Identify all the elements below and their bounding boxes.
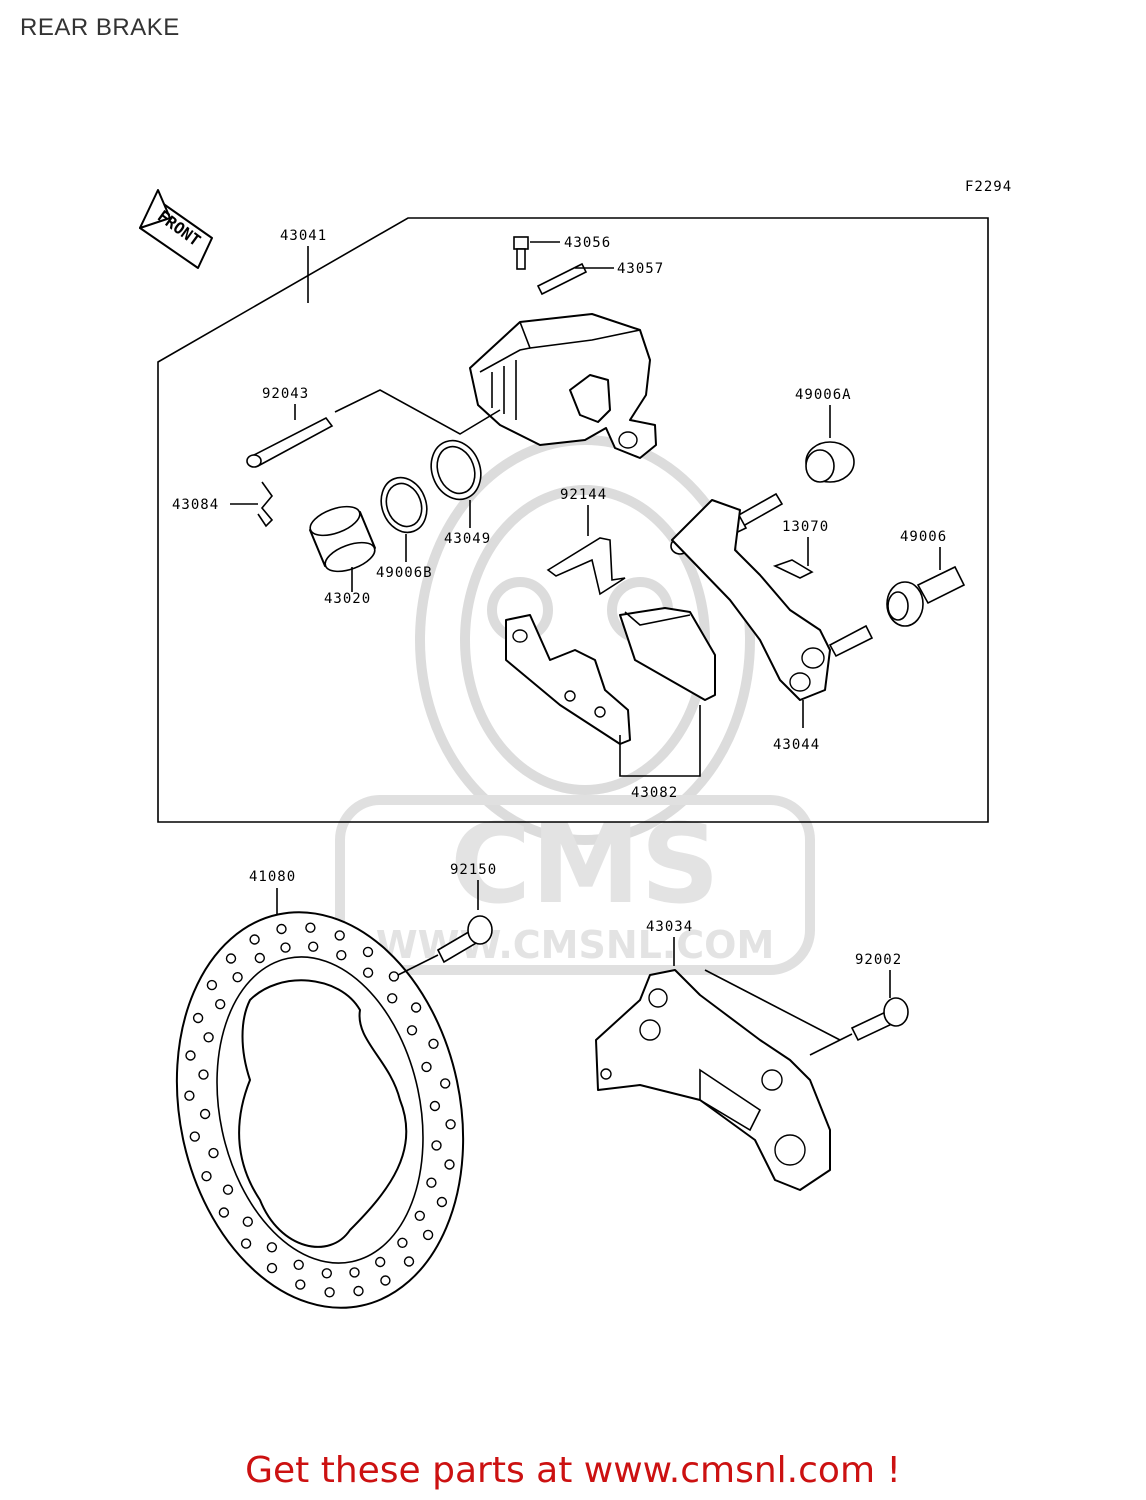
label-43057: 43057 [617, 261, 664, 277]
disc-hole [397, 1237, 408, 1249]
label-43034: 43034 [646, 919, 693, 935]
disc-hole [242, 1216, 254, 1227]
label-92043: 92043 [262, 386, 309, 402]
disc-hole [189, 1131, 201, 1142]
disc-hole [436, 1196, 448, 1208]
disc-hole [254, 952, 265, 964]
disc-hole [421, 1061, 432, 1073]
disc-hole [440, 1078, 451, 1089]
disc-hole [198, 1069, 209, 1080]
label-49006: 49006 [900, 529, 947, 545]
disc-hole [362, 967, 374, 978]
label-43049: 43049 [444, 531, 491, 547]
disc-hole [308, 941, 319, 952]
brake-disc [175, 911, 465, 1309]
disc-hole [305, 922, 316, 933]
disc-hole [203, 1032, 214, 1043]
disc-hole [266, 1242, 278, 1253]
piston-seal [380, 476, 428, 534]
disc-hole [208, 1147, 219, 1159]
footer-link[interactable]: Get these parts at www.cmsnl.com ! [245, 1450, 901, 1491]
disc-hole [206, 979, 218, 991]
disc-hole [185, 1050, 196, 1061]
watermark-url: WWW.CMSNL.COM [376, 923, 775, 967]
disc-hole [431, 1140, 442, 1151]
front-direction-arrow: FRONT [139, 189, 213, 269]
label-43084: 43084 [172, 497, 219, 513]
brake-pads [505, 607, 716, 745]
label-43044: 43044 [773, 737, 820, 753]
disc-hole [429, 1100, 441, 1112]
pad-spring [546, 537, 626, 596]
caliper-body [469, 313, 657, 459]
disc-hole [353, 1285, 364, 1297]
disc-hole [201, 1170, 212, 1182]
disc-hole [184, 1090, 195, 1101]
pin-boot-49006a [805, 441, 855, 483]
label-49006A: 49006A [795, 387, 852, 403]
disc-hole [321, 1268, 332, 1279]
label-43020: 43020 [324, 591, 371, 607]
label-13070: 13070 [782, 519, 829, 535]
disc-hole [293, 1259, 304, 1271]
disc-hole [414, 1210, 425, 1222]
caliper-assembly-frame [157, 217, 989, 823]
caliper-piston [309, 505, 376, 573]
caliper-mounting-bracket [595, 969, 831, 1191]
disc-hole [422, 1229, 434, 1241]
disc-hole [192, 1012, 204, 1024]
disc-hole [362, 946, 374, 958]
disc-hole [214, 999, 226, 1010]
retaining-clip [257, 481, 274, 528]
label-92150: 92150 [450, 862, 497, 878]
label-43082: 43082 [631, 785, 678, 801]
disc-hole [295, 1279, 306, 1290]
slide-pin [246, 416, 334, 468]
disc-hole [266, 1262, 278, 1274]
label-49006B: 49006B [376, 565, 433, 581]
disc-bolt [436, 915, 493, 964]
label-43056: 43056 [564, 235, 611, 251]
disc-hole [406, 1025, 418, 1036]
disc-hole [349, 1267, 360, 1278]
disc-hole [249, 934, 260, 945]
disc-hole [222, 1184, 234, 1195]
disc-hole [336, 950, 347, 961]
figure-code: F2294 [965, 179, 1012, 195]
disc-hole [276, 923, 287, 935]
disc-hole [375, 1256, 386, 1268]
disc-hole [225, 953, 237, 964]
disc-hole [324, 1287, 335, 1298]
bleeder-valve [513, 236, 560, 270]
disc-hole [218, 1207, 230, 1218]
disc-hole [280, 942, 291, 953]
dust-seal [430, 439, 482, 501]
bracket-bolt [850, 997, 909, 1042]
caliper-bracket [670, 492, 874, 701]
label-43041: 43041 [280, 228, 327, 244]
label-41080: 41080 [249, 869, 296, 885]
disc-hole [240, 1238, 252, 1249]
disc-hole [403, 1256, 415, 1267]
disc-hole [388, 971, 400, 982]
label-92002: 92002 [855, 952, 902, 968]
disc-hole [199, 1108, 211, 1120]
disc-hole [410, 1002, 422, 1013]
disc-hole [387, 993, 398, 1004]
label-92144: 92144 [560, 487, 607, 503]
disc-hole [380, 1275, 391, 1286]
page-title: REAR BRAKE [20, 14, 180, 41]
disc-hole [445, 1119, 456, 1130]
disc-hole [428, 1038, 439, 1050]
disc-hole [444, 1159, 455, 1170]
disc-hole [232, 972, 243, 983]
disc-hole [334, 930, 345, 941]
pad-retainer [772, 559, 814, 579]
disc-hole [426, 1177, 437, 1188]
pin-boot-49006 [886, 565, 966, 627]
bleeder-cap [536, 262, 614, 296]
